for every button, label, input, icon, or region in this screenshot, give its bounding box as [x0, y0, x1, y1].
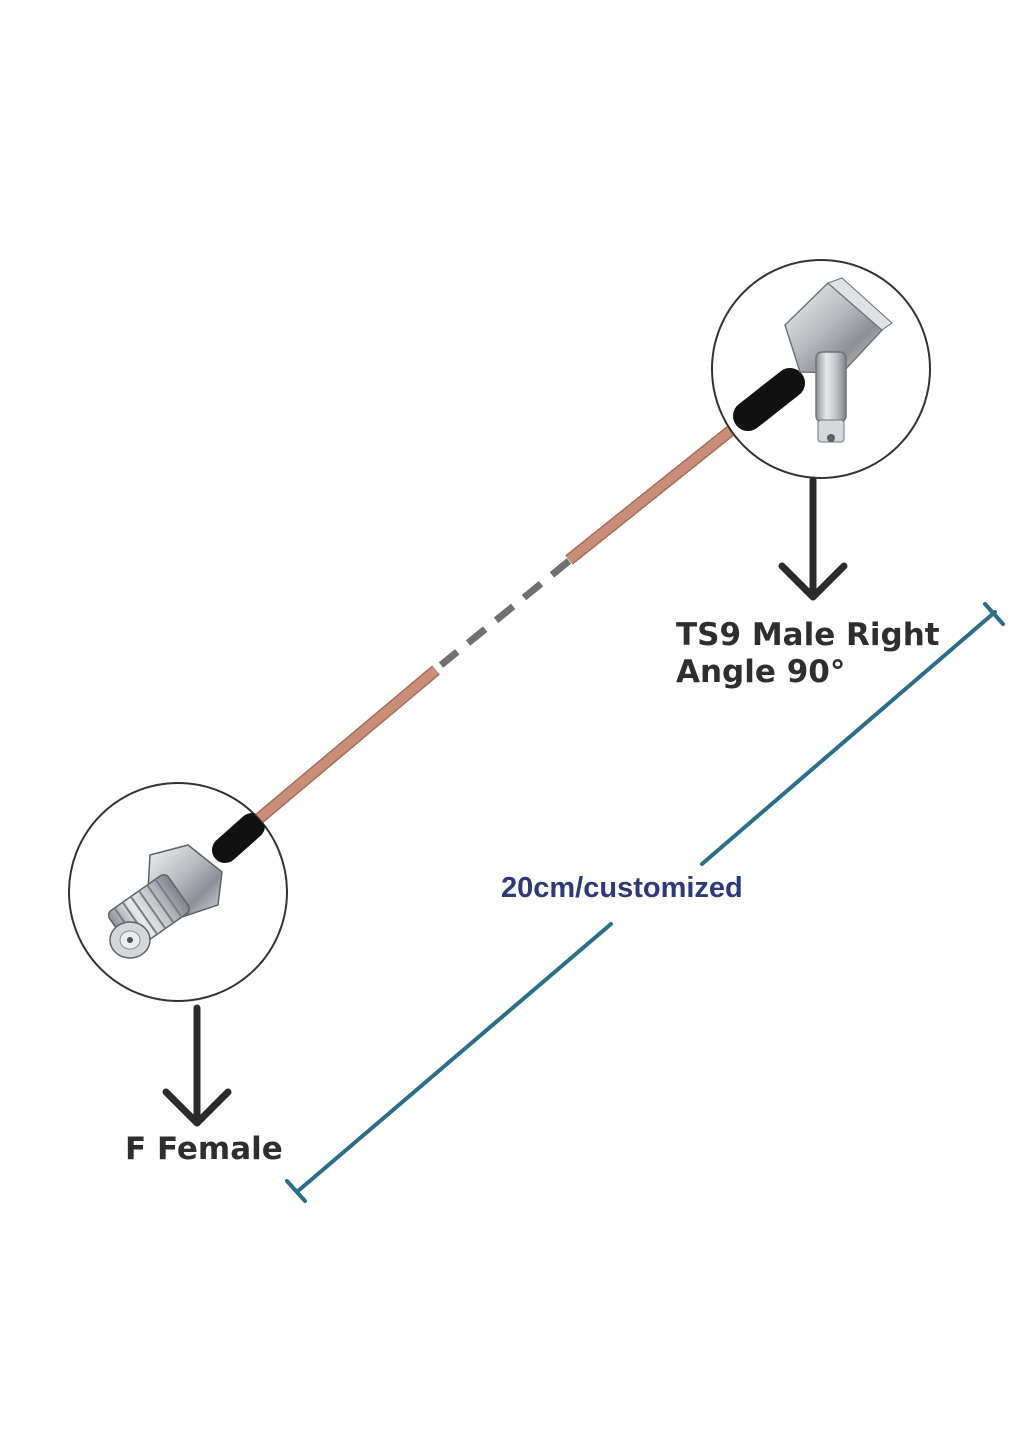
ts9-connector-label: TS9 Male Right Angle 90°	[676, 617, 940, 691]
cable-break-dashes	[438, 558, 572, 668]
arrow-down-icon	[162, 1004, 232, 1127]
cable-lower-segment	[251, 665, 440, 827]
arrow-down-icon	[778, 476, 848, 601]
length-dimension-line	[285, 602, 1005, 1203]
ts9-label-line2: Angle 90°	[676, 654, 846, 691]
cable-upper-segment	[565, 415, 748, 565]
f-female-connector-detail	[68, 782, 288, 1002]
f-female-connector-label: F Female	[125, 1131, 283, 1167]
ts9-label-line1: TS9 Male Right	[676, 617, 940, 653]
cable-length-label: 20cm/customized	[501, 872, 743, 904]
ts9-connector-detail	[711, 259, 931, 479]
